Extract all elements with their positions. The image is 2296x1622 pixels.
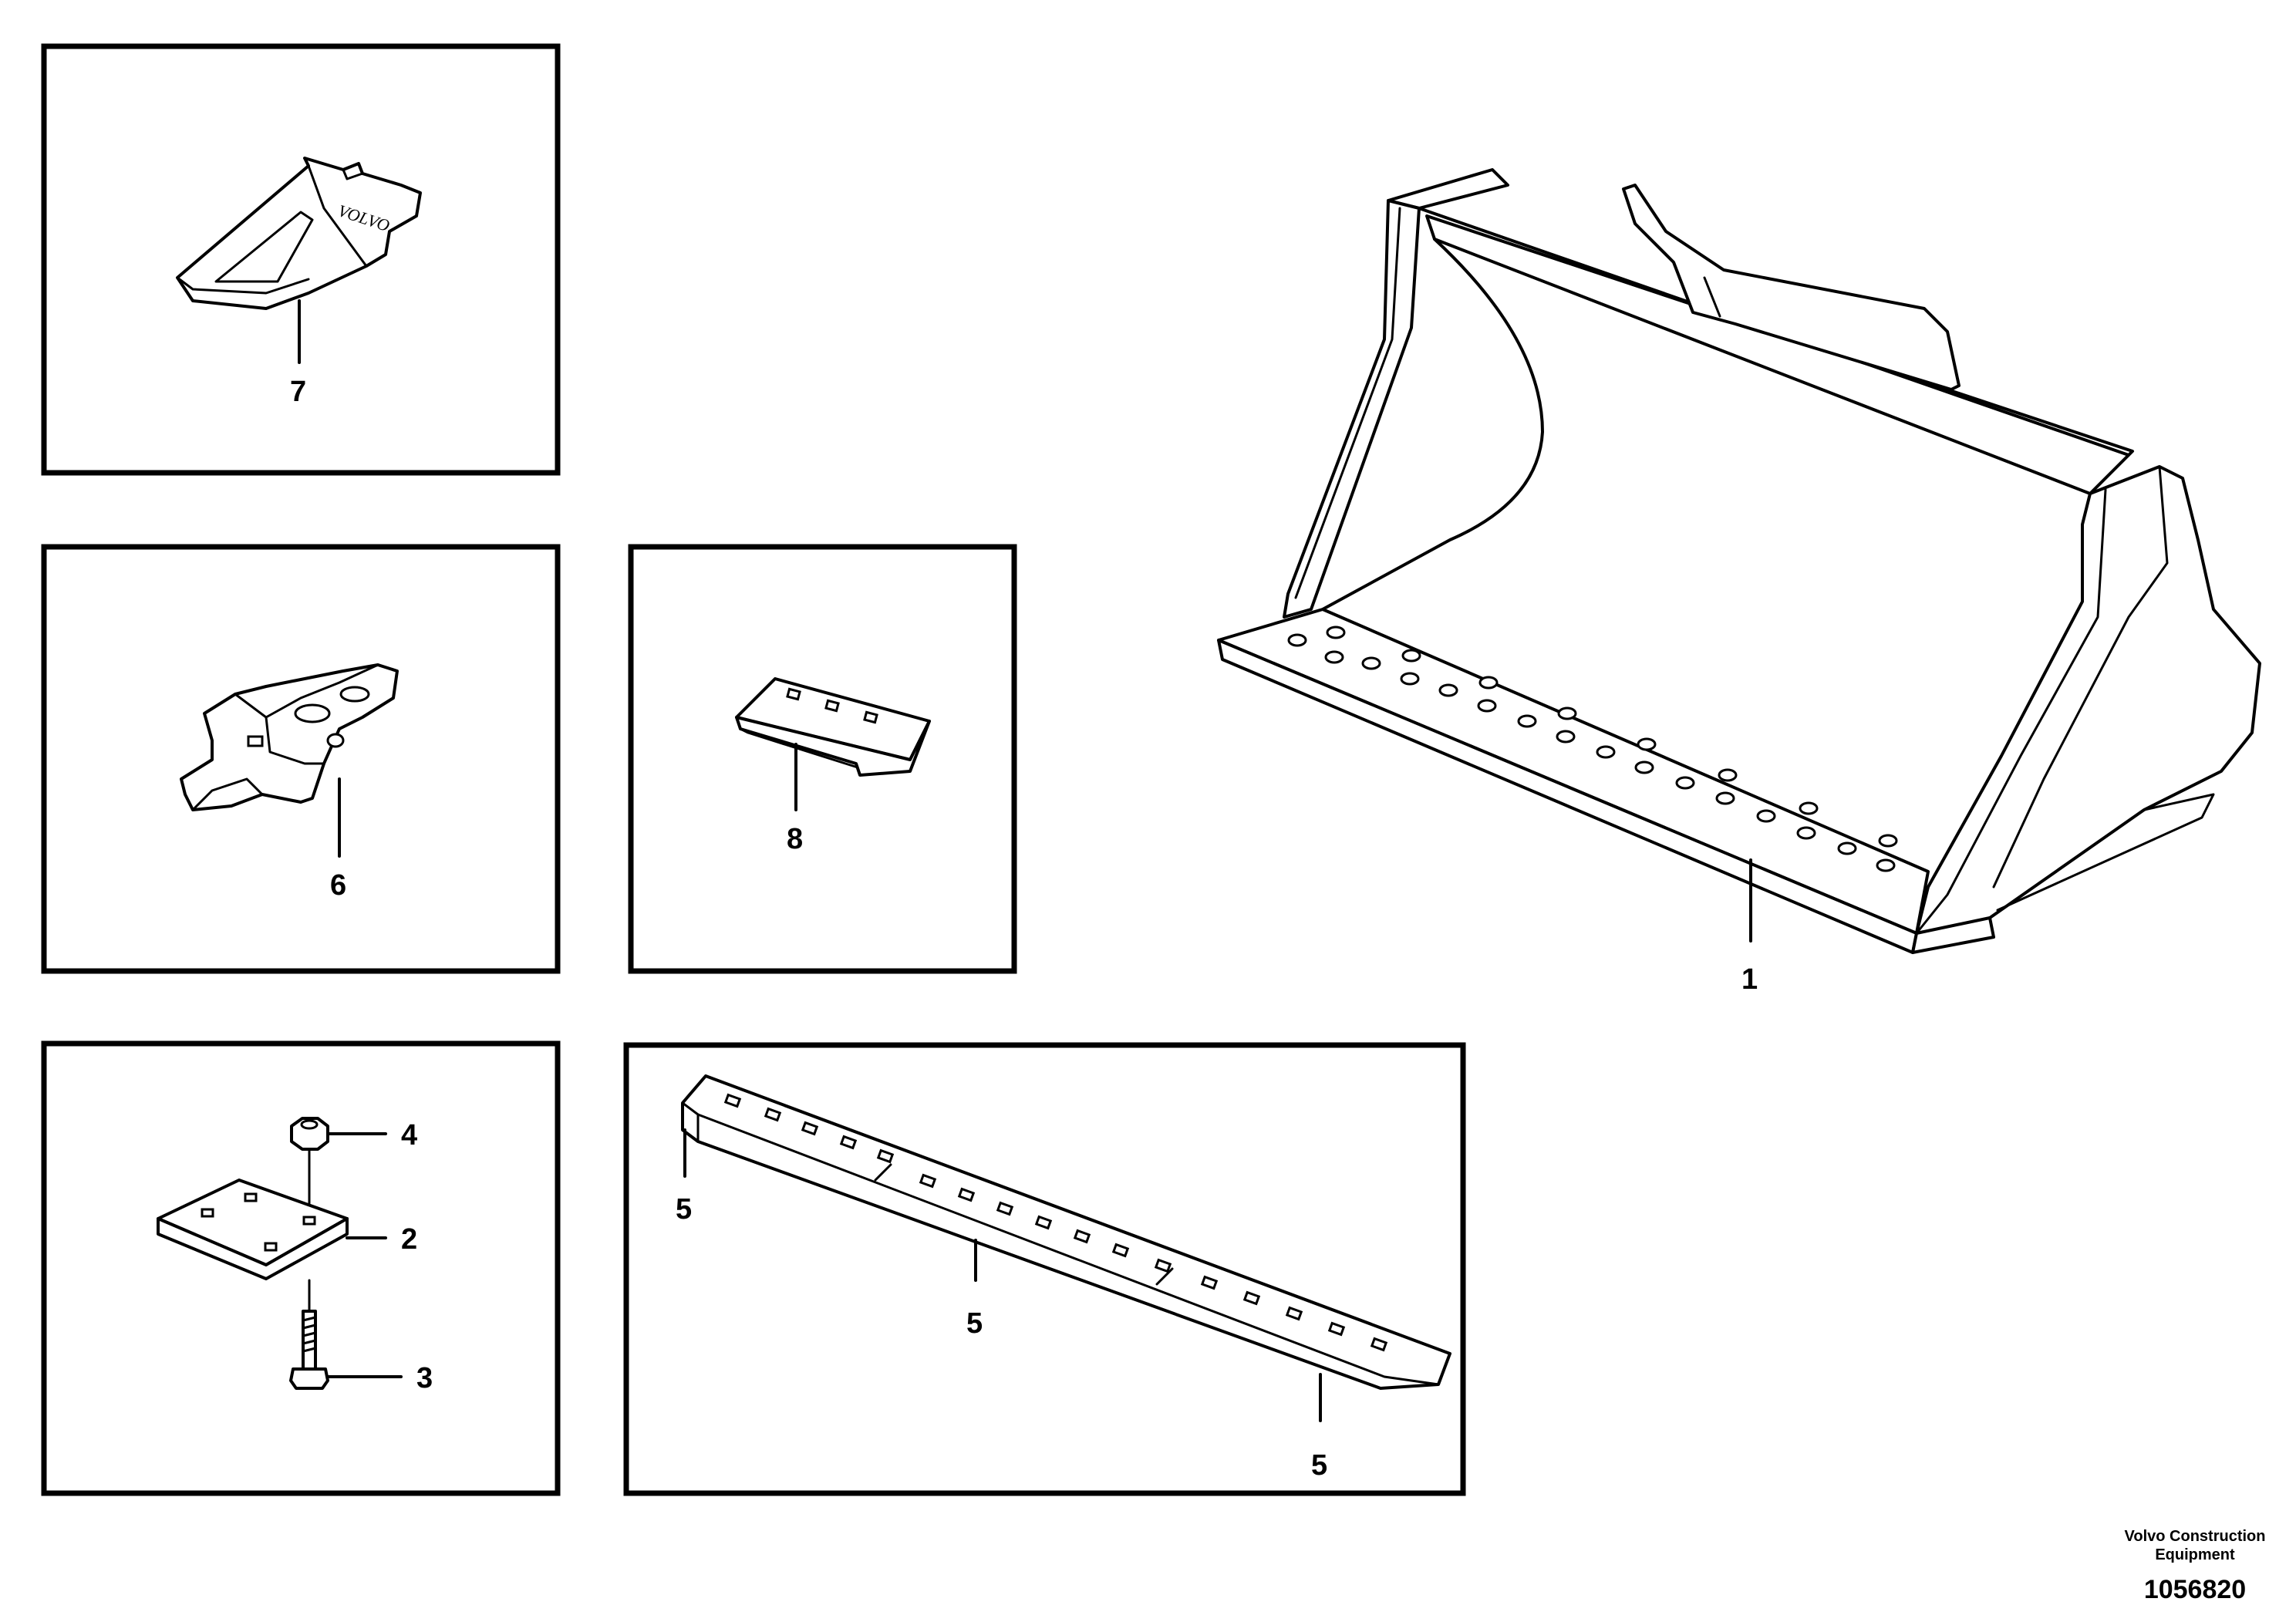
- panel-plate-bolt-nut: [41, 1040, 561, 1496]
- bucket-illustration: [1217, 168, 2261, 954]
- callout-5c: 5: [1311, 1449, 1327, 1482]
- bolt-illustration: [289, 1310, 329, 1390]
- panel-wear-plate: [628, 544, 1017, 974]
- callout-3: 3: [416, 1362, 433, 1394]
- callout-5b: 5: [966, 1307, 983, 1340]
- callout-8: 8: [787, 823, 803, 855]
- brand-line-2: Equipment: [2155, 1546, 2235, 1563]
- adapter-illustration: [180, 663, 399, 811]
- document-number: 1056820: [2144, 1575, 2246, 1604]
- callout-1: 1: [1741, 963, 1758, 996]
- brand-line-1: Volvo Construction: [2125, 1528, 2266, 1545]
- callout-5a: 5: [676, 1193, 692, 1226]
- callout-4: 4: [401, 1119, 417, 1152]
- callout-7: 7: [290, 376, 306, 408]
- plate-illustration: [157, 1179, 349, 1280]
- callout-2: 2: [401, 1223, 417, 1256]
- wear-plate-illustration: [735, 677, 931, 777]
- tooth-illustration: VOLVO: [176, 157, 422, 310]
- nut-illustration: [290, 1117, 329, 1151]
- callout-6: 6: [330, 869, 346, 902]
